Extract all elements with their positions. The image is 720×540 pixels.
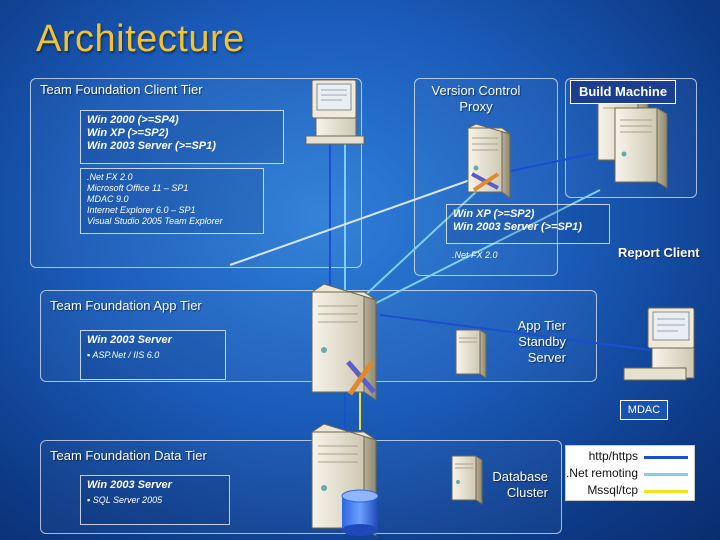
client-pc-icon (305, 79, 365, 145)
standby-server-icon (455, 329, 487, 379)
legend-line-http (644, 456, 688, 459)
data-tier-software-row: ▪ SQL Server 2005 (87, 495, 163, 505)
report-client-label: Report Client (618, 245, 700, 260)
client-tier-label: Team Foundation Client Tier (40, 82, 203, 97)
cluster-label-line: Cluster (506, 485, 548, 500)
client-os-box: Win 2000 (>=SP4) Win XP (>=SP2) Win 2003… (80, 110, 284, 164)
proxy-label-line: Proxy (459, 99, 493, 114)
app-tier-software-row: ▪ ASP.Net / IIS 6.0 (87, 350, 160, 360)
data-tier-os: Win 2003 Server (87, 479, 172, 491)
app-build-remoting-line (371, 189, 601, 306)
database-cluster-label: Database Cluster (474, 469, 548, 501)
client-software-line: MDAC 9.0 (87, 194, 129, 204)
standby-label-line: Standby (518, 334, 566, 349)
client-os-line: Win XP (>=SP2) (87, 127, 169, 139)
app-tier-server-icon (310, 283, 377, 401)
client-software-line: Internet Explorer 6.0 – SP1 (87, 205, 196, 215)
client-os-line: Win 2000 (>=SP4) (87, 114, 179, 126)
client-proxy-line (229, 179, 471, 266)
proxy-build-line (491, 149, 611, 176)
legend-line-remoting (644, 473, 688, 476)
client-software-line: Microsoft Office 11 – SP1 (87, 183, 189, 193)
proxy-label: Version Control Proxy (414, 83, 538, 115)
database-icon (341, 489, 379, 536)
proxy-software: .Net FX 2.0 (452, 250, 498, 260)
data-tier-label: Team Foundation Data Tier (50, 448, 207, 463)
standby-label: App Tier Standby Server (492, 318, 566, 366)
data-tier-info-box: Win 2003 Server ▪ SQL Server 2005 (80, 475, 230, 525)
client-software-box: .Net FX 2.0 Microsoft Office 11 – SP1 MD… (80, 168, 264, 234)
proxy-panel (414, 78, 558, 276)
app-tier-info-box: Win 2003 Server ▪ ASP.Net / IIS 6.0 (80, 330, 226, 380)
data-tier-software: SQL Server 2005 (92, 495, 163, 505)
legend-line-sql (644, 490, 688, 493)
connection-lines (229, 130, 651, 430)
standby-label-line: Server (527, 350, 566, 365)
build-machine-label: Build Machine (570, 80, 676, 104)
report-client-pc-icon (623, 307, 695, 381)
legend-label-sql: Mssql/tcp (587, 483, 638, 497)
protocol-legend: http/https .Net remoting Mssql/tcp (565, 445, 695, 501)
app-tier-label: Team Foundation App Tier (50, 298, 202, 313)
standby-label-line: App Tier (517, 318, 566, 333)
cluster-label-line: Database (492, 469, 548, 484)
database-cluster-icon (451, 455, 483, 505)
client-os-line: Win 2003 Server (>=SP1) (87, 140, 216, 152)
app-proxy-remoting-line (359, 189, 479, 301)
client-software-line: Visual Studio 2005 Team Explorer (87, 216, 223, 226)
page-title: Architecture (36, 18, 245, 60)
mdac-badge: MDAC (620, 400, 668, 420)
app-report-http-line (379, 314, 651, 351)
proxy-server-icon (467, 123, 511, 199)
proxy-os-line: Win 2003 Server (>=SP1) (453, 221, 582, 233)
build-server-front-icon (614, 107, 668, 189)
proxy-os-box: Win XP (>=SP2) Win 2003 Server (>=SP1) (446, 204, 610, 244)
app-tier-os: Win 2003 Server (87, 334, 172, 346)
build-machine-panel (565, 78, 697, 198)
legend-label-remoting: .Net remoting (565, 466, 638, 480)
proxy-label-line: Version Control (431, 83, 521, 98)
legend-label-http: http/https (588, 449, 638, 463)
data-tier-panel (40, 440, 562, 534)
client-tier-panel (30, 78, 362, 268)
proxy-os-line: Win XP (>=SP2) (453, 208, 535, 220)
app-tier-software: ASP.Net / IIS 6.0 (92, 350, 160, 360)
client-software-line: .Net FX 2.0 (87, 172, 133, 182)
